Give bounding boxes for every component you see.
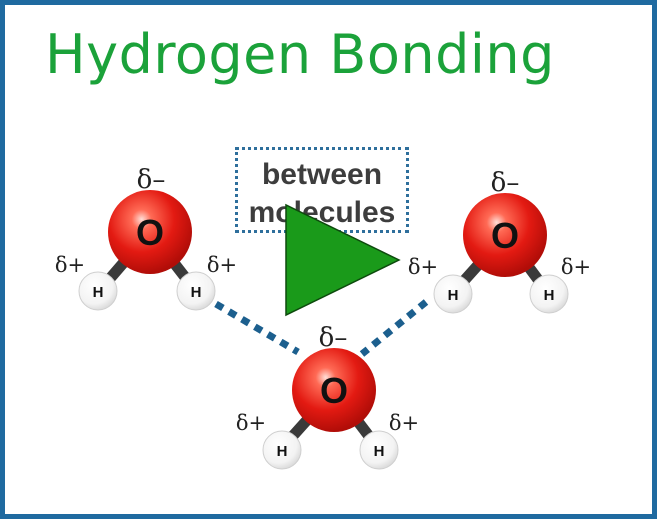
hydrogen-atom (433, 274, 473, 314)
water-molecule-right: O H H δ– δ+ δ+ (408, 168, 591, 314)
water-molecule-bottom: O H H δ– δ+ δ+ (236, 323, 419, 470)
partial-positive-charge: δ+ (408, 255, 438, 279)
box-line-1: between (261, 158, 383, 191)
hydrogen-atom (176, 271, 216, 311)
hydrogen-label: H (277, 443, 288, 460)
hydrogen-label: H (448, 287, 459, 304)
hydrogen-bond-right (359, 299, 429, 357)
hydrogen-label: H (191, 284, 202, 301)
hydrogen-atom (359, 430, 399, 470)
hydrogen-label: H (374, 443, 385, 460)
hydrogen-atom (529, 274, 569, 314)
oxygen-atom (292, 348, 376, 432)
partial-positive-charge: δ+ (207, 253, 237, 277)
partial-positive-charge: δ+ (236, 411, 266, 435)
slide-title: Hydrogen Bonding (45, 23, 555, 86)
oxygen-label: O (136, 212, 164, 253)
oxygen-atom (108, 190, 192, 274)
oxygen-atom (463, 193, 547, 277)
partial-positive-charge: δ+ (389, 411, 419, 435)
hydrogen-atom (262, 430, 302, 470)
water-molecule-left: O H H δ– δ+ δ+ (55, 165, 237, 311)
partial-negative-charge: δ– (491, 168, 520, 198)
play-icon[interactable] (285, 203, 401, 317)
hydrogen-label: H (544, 287, 555, 304)
oxygen-label: O (491, 215, 519, 256)
partial-positive-charge: δ+ (55, 253, 85, 277)
oxygen-label: O (320, 370, 348, 411)
hydrogen-atom (78, 271, 118, 311)
partial-negative-charge: δ– (319, 323, 348, 353)
hydrogen-label: H (93, 284, 104, 301)
partial-negative-charge: δ– (137, 165, 166, 195)
partial-positive-charge: δ+ (561, 255, 591, 279)
hydrogen-bond-left (214, 300, 300, 356)
